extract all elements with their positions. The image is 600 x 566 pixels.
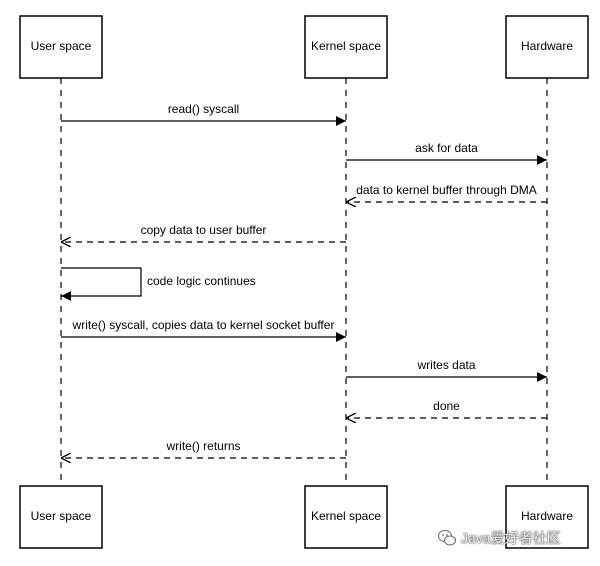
message-label-6: write() syscall, copies data to kernel s…	[72, 318, 335, 332]
message-label-9: write() returns	[165, 439, 240, 453]
actor-box-hardware-bottom	[505, 485, 589, 549]
actor-label-user-top: User space	[31, 39, 92, 53]
message-label-5: code logic continues	[147, 274, 256, 288]
actor-box-user-top	[19, 15, 103, 79]
watermark-text: Java爱好者社区	[461, 530, 561, 546]
actor-box-hardware-top	[505, 15, 589, 79]
message-label-2: ask for data	[415, 141, 478, 155]
wechat-icon	[438, 530, 456, 546]
message-arrow-5	[61, 267, 142, 301]
actor-box-user-bottom	[19, 485, 103, 549]
actor-label-user-bottom: User space	[31, 509, 92, 523]
actor-label-hardware-bottom: Hardware	[521, 509, 573, 523]
message-label-3: data to kernel buffer through DMA	[356, 183, 537, 197]
message-label-1: read() syscall	[168, 102, 239, 116]
actor-box-kernel-bottom	[304, 485, 388, 549]
message-label-4: copy data to user buffer	[141, 223, 267, 237]
message-label-7: writes data	[416, 358, 475, 372]
watermark: Java爱好者社区	[437, 527, 561, 549]
actor-label-hardware-top: Hardware	[521, 39, 573, 53]
actor-box-kernel-top	[304, 15, 388, 79]
actor-label-kernel-bottom: Kernel space	[311, 509, 381, 523]
actor-label-kernel-top: Kernel space	[311, 39, 381, 53]
message-label-8: done	[433, 399, 460, 413]
